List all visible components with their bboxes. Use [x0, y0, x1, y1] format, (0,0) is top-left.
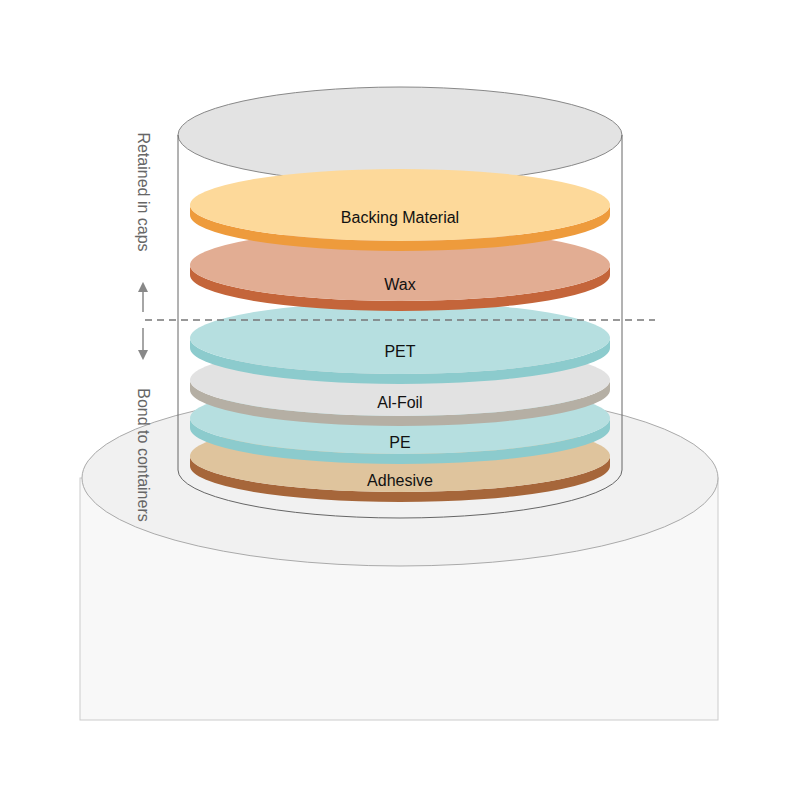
cap-top — [178, 87, 622, 183]
disc-face — [190, 302, 610, 374]
up-arrow — [142, 284, 144, 312]
disc-face — [190, 169, 610, 241]
layer-name: Adhesive — [189, 472, 611, 490]
disc-face — [190, 344, 610, 416]
disc-face — [190, 420, 610, 492]
layer-disc — [189, 228, 611, 312]
pet-layer: PET — [189, 301, 611, 385]
pe-layer: PE — [189, 381, 611, 465]
layer-name: PE — [189, 434, 611, 452]
backing-layer: Backing Material — [189, 168, 611, 252]
layer-name: PET — [189, 343, 611, 361]
retained-label: Retained in caps — [134, 132, 152, 251]
bond-label: Bond to containers — [134, 388, 152, 521]
down-arrow — [142, 328, 144, 358]
layer-disc — [189, 419, 611, 503]
cap-side — [178, 135, 179, 470]
cap-side — [622, 135, 623, 470]
layer-name: Al-Foil — [189, 394, 611, 412]
adhesive-layer: Adhesive — [189, 419, 611, 503]
disc-face — [190, 382, 610, 454]
disc-face — [190, 229, 610, 301]
layer-name: Wax — [189, 276, 611, 294]
layer-name: Backing Material — [189, 209, 611, 227]
layer-disc — [189, 381, 611, 465]
wax-layer: Wax — [189, 228, 611, 312]
